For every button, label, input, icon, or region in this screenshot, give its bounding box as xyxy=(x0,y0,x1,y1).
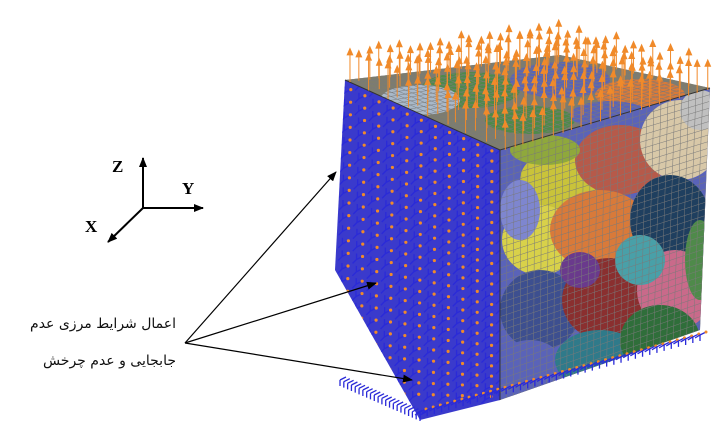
constraint-triad-icon xyxy=(337,313,349,323)
constraint-triad-icon xyxy=(366,341,378,351)
load-arrow-icon xyxy=(366,46,373,80)
caption-line-2: جابجایی و عدم چرخش xyxy=(43,354,176,368)
axis-label-y: Y xyxy=(182,180,194,197)
constraint-triad-icon xyxy=(336,389,348,399)
constraint-triad-icon xyxy=(351,340,363,350)
constraint-triad-icon xyxy=(351,389,363,399)
constraint-triad-icon xyxy=(351,352,363,362)
load-arrow-icon xyxy=(346,47,353,82)
constraint-triad-icon xyxy=(351,328,363,338)
constraint-triad-icon xyxy=(394,391,406,401)
load-arrow-icon xyxy=(704,59,711,90)
caption-line-1: اعمال شرایط مرزی عدم xyxy=(30,317,176,331)
constraint-triad-icon xyxy=(336,376,348,386)
axis-label-x: X xyxy=(85,218,97,235)
constraint-triad-icon xyxy=(337,351,349,361)
constraint-triad-icon xyxy=(366,354,378,364)
load-arrow-icon xyxy=(437,37,444,71)
load-arrow-icon xyxy=(355,49,362,80)
constraint-triad-icon xyxy=(337,339,349,349)
constraint-triad-icon xyxy=(337,326,349,336)
constraint-triad-icon xyxy=(380,378,392,388)
grain-region xyxy=(500,180,540,240)
constraint-triad-icon xyxy=(337,301,349,311)
constraint-triad-icon xyxy=(352,315,364,325)
constraint-triad-icon xyxy=(365,378,377,388)
constraint-triad-icon xyxy=(688,332,701,343)
grain-region xyxy=(560,252,600,288)
axis-label-z: Z xyxy=(112,158,123,175)
constraint-triad-icon xyxy=(695,331,708,342)
